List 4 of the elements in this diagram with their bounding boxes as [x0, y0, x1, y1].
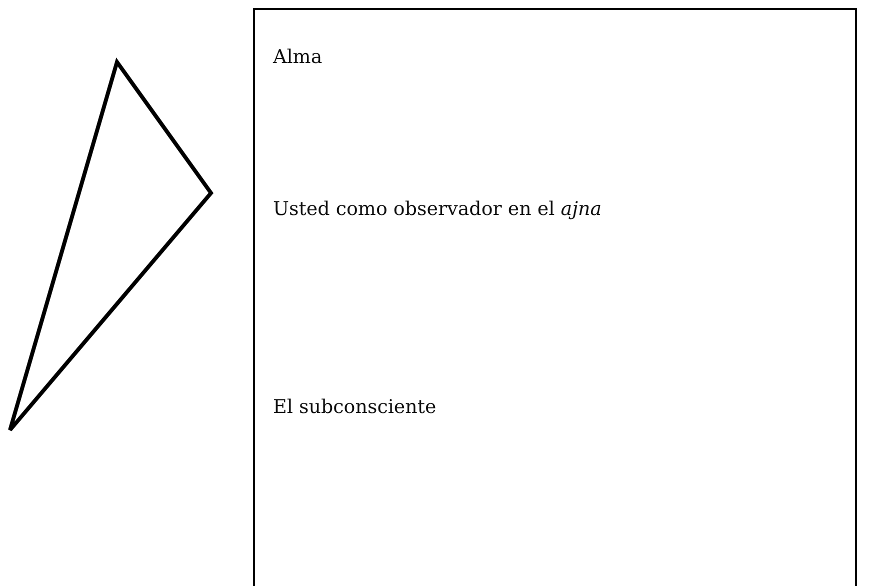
panel-text: Alma — [273, 46, 322, 68]
text-panel — [253, 8, 857, 586]
panel-text: Usted como observador en el ajna — [273, 198, 602, 220]
panel-text: El subconsciente — [273, 396, 436, 418]
